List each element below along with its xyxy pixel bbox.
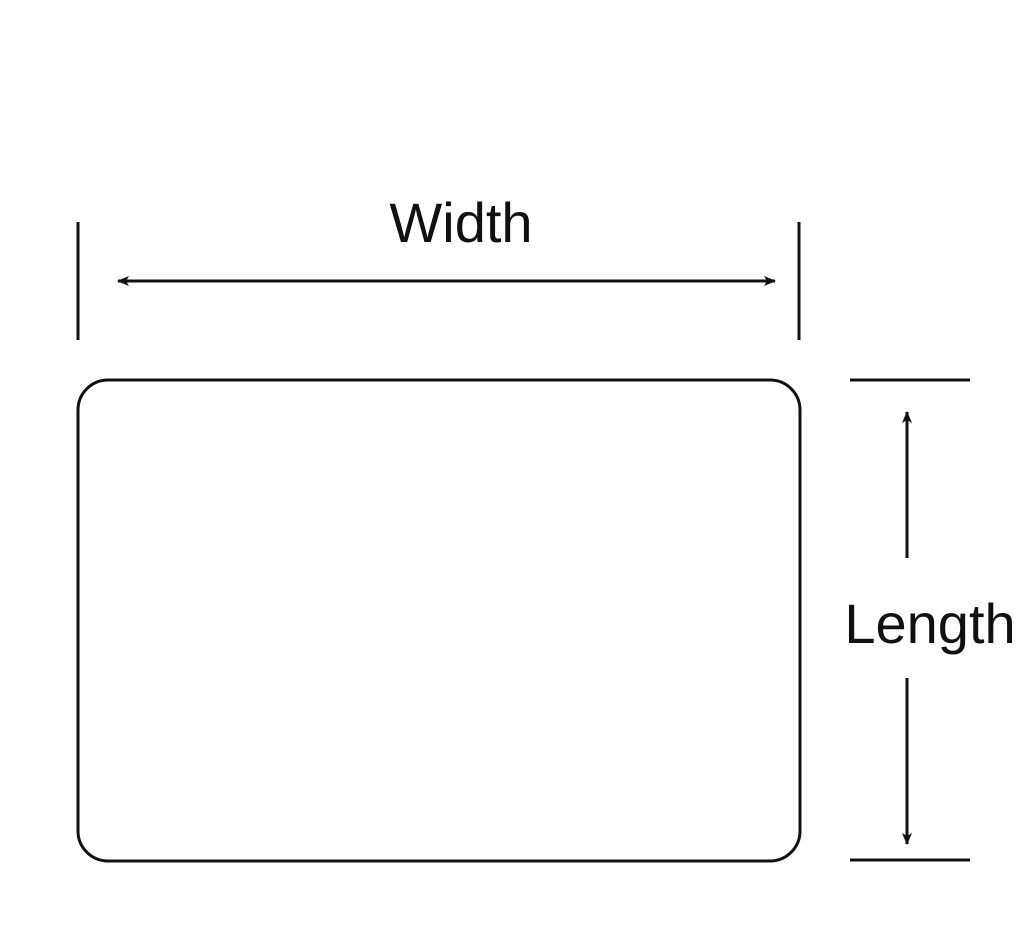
card-outline — [76, 378, 802, 863]
length-label: Length — [844, 592, 1015, 655]
width-label: Width — [389, 191, 532, 254]
width-dimension: Width — [76, 191, 801, 340]
length-dimension: Length — [844, 378, 1016, 862]
